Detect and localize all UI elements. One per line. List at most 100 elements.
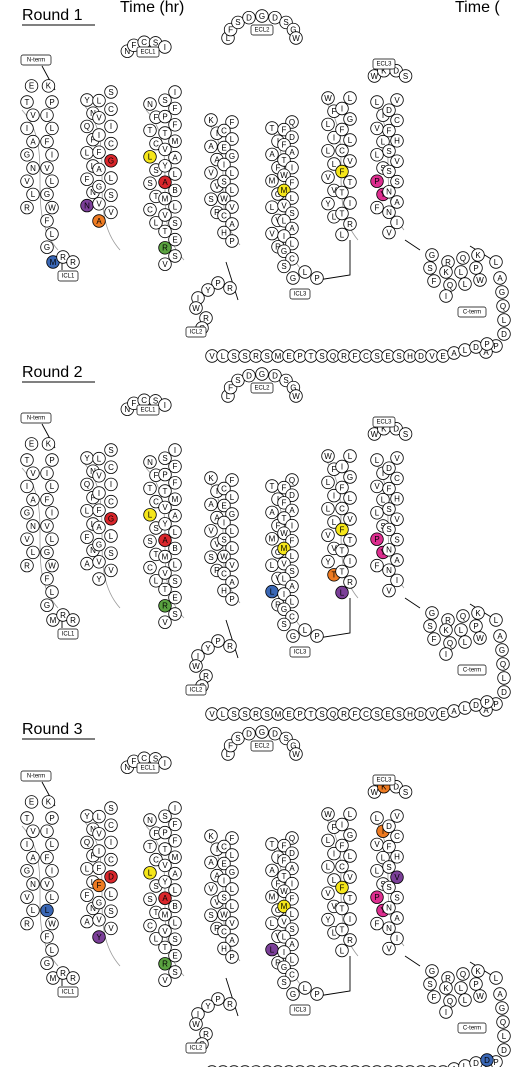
residue: V bbox=[158, 615, 172, 629]
residue-circle bbox=[168, 232, 182, 247]
residue-letter: A bbox=[451, 349, 457, 358]
residue-letter: R bbox=[203, 314, 209, 323]
residue-letter: I bbox=[51, 509, 53, 518]
residue: K bbox=[41, 437, 56, 451]
residue-letter: S bbox=[172, 219, 177, 228]
residue-letter: L bbox=[230, 169, 235, 178]
residue-circle bbox=[217, 873, 231, 888]
residue: V bbox=[20, 174, 34, 188]
residue-letter: A bbox=[172, 153, 178, 162]
residue-letter: L bbox=[340, 588, 345, 597]
residue-letter: F bbox=[45, 575, 50, 584]
residue: V bbox=[204, 166, 218, 180]
residue-letter: L bbox=[303, 626, 308, 635]
residue-letter: A bbox=[289, 224, 295, 233]
residue-letter: V bbox=[229, 919, 235, 928]
residue: P bbox=[45, 453, 59, 467]
residue: G bbox=[40, 187, 54, 202]
residue-letter: B bbox=[172, 544, 177, 553]
residue: Y bbox=[158, 517, 172, 531]
residue-letter: S bbox=[221, 177, 226, 186]
residue-circle bbox=[104, 801, 118, 815]
residue: T bbox=[20, 811, 34, 825]
residue-letter: Q bbox=[447, 997, 453, 1006]
residue-circle bbox=[217, 140, 231, 155]
residue: T bbox=[158, 582, 172, 597]
residue-circle bbox=[382, 103, 396, 117]
residue-letter: F bbox=[290, 537, 295, 546]
residue-letter: D bbox=[473, 1059, 479, 1067]
residue-letter: N bbox=[147, 816, 153, 825]
residue-letter: A bbox=[208, 858, 214, 867]
residue-letter: W bbox=[280, 529, 288, 538]
residue-letter: B bbox=[172, 186, 177, 195]
residue: Y bbox=[321, 554, 335, 569]
residue-letter: T bbox=[340, 925, 345, 934]
residue: R bbox=[199, 669, 213, 683]
segment-icl3: GLP bbox=[286, 265, 324, 285]
residue: A bbox=[390, 195, 404, 209]
residue-letter: N bbox=[90, 904, 96, 913]
residue-letter: G bbox=[290, 25, 296, 34]
residue-letter: P bbox=[484, 340, 489, 349]
residue: I bbox=[335, 459, 349, 474]
residue: F bbox=[225, 473, 239, 487]
residue: P bbox=[158, 467, 172, 482]
residue-letter: T bbox=[25, 456, 30, 465]
residue-circle bbox=[370, 558, 384, 573]
residue-letter: I bbox=[164, 401, 166, 410]
residue-letter: L bbox=[375, 867, 380, 876]
residue-letter: Y bbox=[205, 286, 211, 295]
residue-circle bbox=[343, 891, 357, 905]
residue-letter: K bbox=[381, 425, 387, 434]
residue-circle bbox=[217, 191, 231, 206]
residue: L bbox=[497, 671, 511, 685]
residue: I bbox=[92, 128, 106, 142]
residue-circle bbox=[20, 558, 34, 573]
residue-letter: L bbox=[45, 906, 50, 915]
residue-letter: Q bbox=[289, 118, 295, 127]
ecl3-label-text: ECL3 bbox=[376, 420, 392, 426]
residue-letter: L bbox=[31, 906, 36, 915]
residue-letter: F bbox=[45, 137, 50, 146]
residue-letter: P bbox=[215, 637, 220, 646]
residue: G bbox=[286, 629, 300, 643]
residue-circle bbox=[40, 903, 54, 918]
residue-circle bbox=[390, 573, 404, 588]
residue: M bbox=[158, 191, 172, 206]
residue-circle bbox=[45, 121, 59, 136]
residue-letter: L bbox=[459, 984, 464, 993]
residue-letter: A bbox=[269, 150, 275, 159]
residue-circle bbox=[104, 102, 118, 116]
residue-letter: S bbox=[172, 577, 177, 586]
residue-letter: R bbox=[162, 960, 168, 969]
residue-letter: V bbox=[281, 559, 287, 568]
residue: F bbox=[40, 930, 54, 944]
residue: A bbox=[493, 271, 507, 285]
residue-letter: K bbox=[208, 474, 214, 483]
residue-circle bbox=[168, 118, 182, 132]
residue-letter: R bbox=[227, 642, 233, 651]
residue: L bbox=[104, 887, 118, 901]
residue-letter: T bbox=[25, 98, 30, 107]
residue-letter: I bbox=[174, 804, 176, 813]
residue-highlighted: P bbox=[370, 532, 384, 546]
residue: V bbox=[40, 161, 54, 175]
residue-circle bbox=[343, 217, 357, 231]
residue-circle bbox=[158, 93, 172, 107]
residue: C bbox=[217, 839, 231, 854]
residue-letter: V bbox=[229, 203, 235, 212]
residue-circle bbox=[158, 467, 172, 482]
residue: I bbox=[335, 817, 349, 832]
residue: L bbox=[168, 883, 182, 897]
residue-letter: L bbox=[463, 704, 468, 713]
residue: N bbox=[26, 877, 40, 891]
residue: H bbox=[217, 941, 231, 956]
residue-letter: S bbox=[386, 505, 391, 514]
residue-letter: F bbox=[45, 853, 50, 862]
residue-circle bbox=[204, 192, 218, 206]
residue: A bbox=[265, 863, 279, 878]
